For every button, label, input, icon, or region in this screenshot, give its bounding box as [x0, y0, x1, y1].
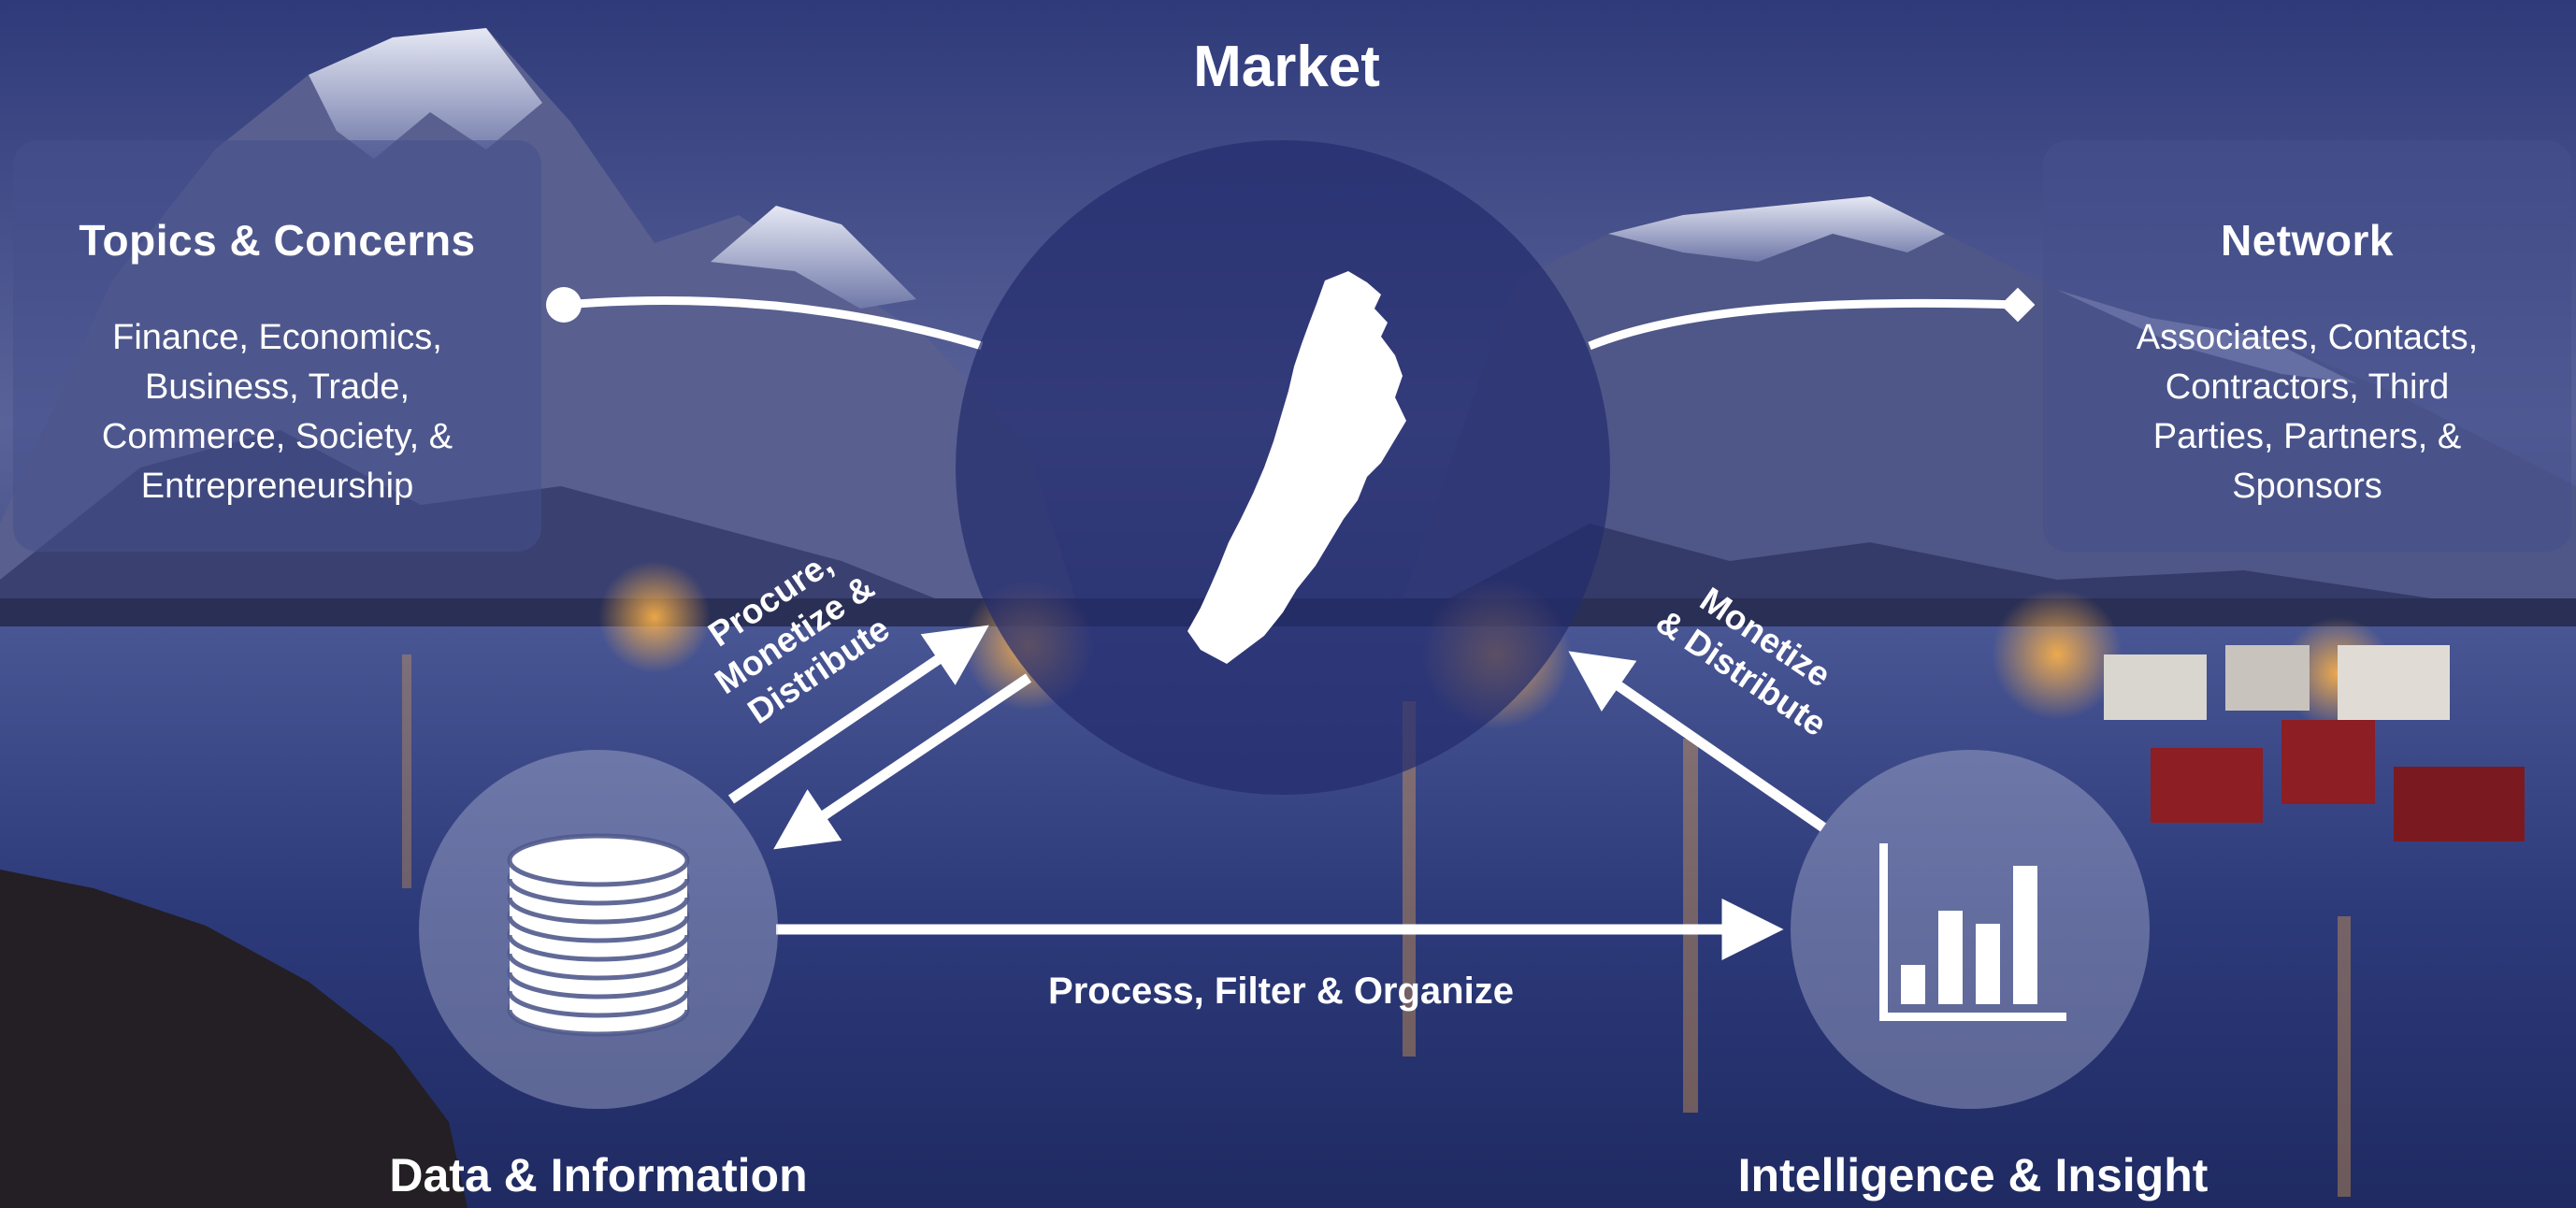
- network-line: Contractors, Third: [2165, 367, 2450, 407]
- network-connector: [1588, 298, 2019, 351]
- network-title: Network: [2221, 216, 2394, 265]
- topics-line: Business, Trade,: [144, 367, 410, 407]
- topics-box: Topics & Concerns Finance, Economics, Bu…: [13, 140, 541, 552]
- insight-node-label: Intelligence & Insight: [1737, 1149, 2209, 1201]
- bar-chart-icon: [1879, 843, 2066, 1021]
- topics-line: Commerce, Society, &: [101, 417, 453, 456]
- market-title: Market: [1193, 35, 1380, 99]
- database-icon: [507, 833, 690, 1037]
- edge-label-process: Process, Filter & Organize: [1048, 971, 1514, 1012]
- data-node-label: Data & Information: [389, 1149, 808, 1201]
- arrow-data-to-market: [727, 625, 989, 804]
- topics-line: Entrepreneurship: [140, 467, 414, 506]
- network-line: Sponsors: [2232, 467, 2382, 506]
- topics-list: Finance, Economics, Business, Trade, Com…: [41, 313, 513, 511]
- market-circle: [956, 140, 1610, 795]
- insight-node-circle: [1791, 750, 2150, 1109]
- network-line: Associates, Contacts,: [2136, 318, 2479, 357]
- topics-title: Topics & Concerns: [79, 216, 476, 265]
- topics-line: Finance, Economics,: [112, 318, 442, 357]
- topics-connector: [563, 296, 984, 351]
- arrow-market-to-data: [773, 673, 1032, 850]
- network-line: Parties, Partners, &: [2152, 417, 2462, 456]
- arrow-insight-to-market: [1568, 651, 1827, 832]
- data-node-circle: [419, 750, 778, 1109]
- network-connector-diamond: [2000, 287, 2036, 323]
- topics-connector-dot: [546, 287, 582, 323]
- network-list: Associates, Contacts, Contractors, Third…: [2071, 313, 2543, 511]
- network-box: Network Associates, Contacts, Contractor…: [2043, 140, 2571, 552]
- lebanon-map-icon: [1187, 271, 1406, 664]
